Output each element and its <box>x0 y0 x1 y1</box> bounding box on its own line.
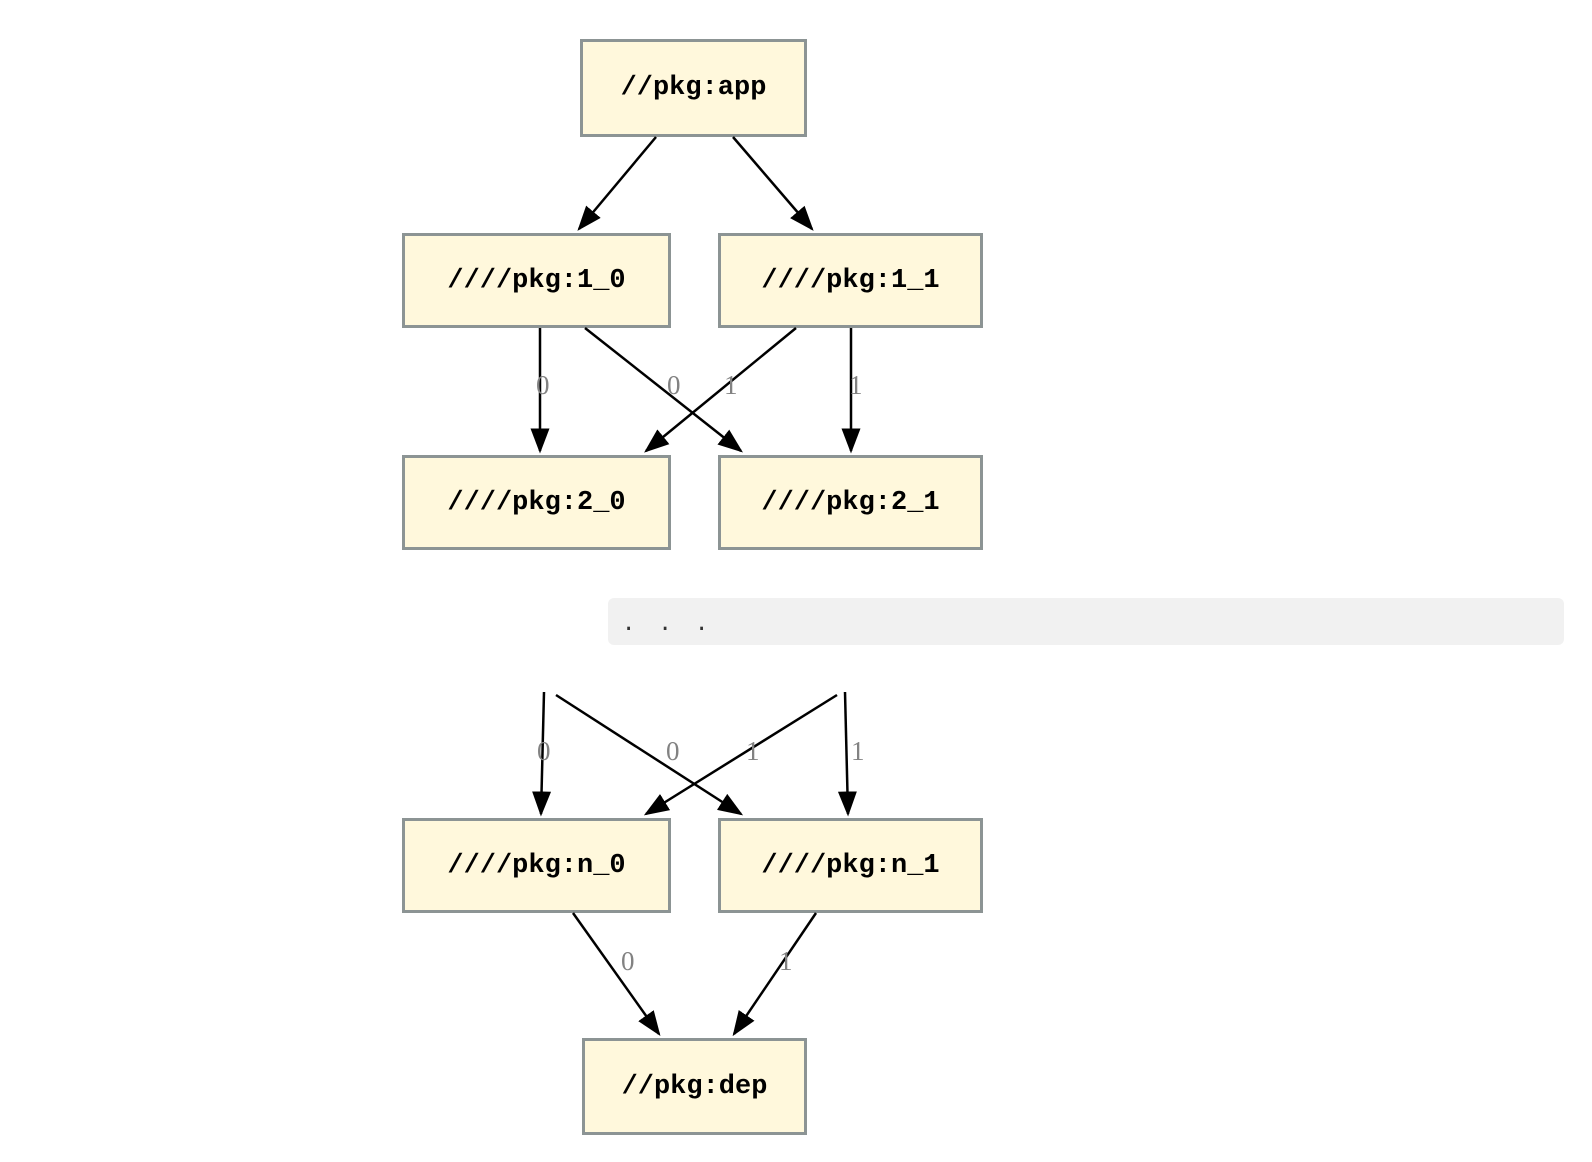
edge-1-0-to-2-1 <box>584 327 743 453</box>
node-pkg-n-0-label: ////pkg:n_0 <box>447 850 626 881</box>
node-pkg-1-0: ////pkg:1_0 <box>402 233 671 328</box>
edge-label-n-0-to-dep: 0 <box>621 946 635 976</box>
ellipsis-bar: . . . <box>608 598 1564 645</box>
node-pkg-2-1-label: ////pkg:2_1 <box>761 487 940 518</box>
node-pkg-1-1-label: ////pkg:1_1 <box>761 265 940 296</box>
node-pkg-app: //pkg:app <box>580 39 807 137</box>
edge-label-into-n-1-right: 1 <box>851 736 865 766</box>
edge-label-into-n-1-left: 1 <box>746 736 760 766</box>
node-pkg-dep-label: //pkg:dep <box>621 1071 768 1102</box>
node-pkg-2-1: ////pkg:2_1 <box>718 455 983 550</box>
node-pkg-n-1-label: ////pkg:n_1 <box>761 850 940 881</box>
node-pkg-1-1: ////pkg:1_1 <box>718 233 983 328</box>
node-pkg-dep: //pkg:dep <box>582 1038 807 1135</box>
edge-app-to-1-0 <box>577 136 657 231</box>
node-pkg-2-0-label: ////pkg:2_0 <box>447 487 626 518</box>
edge-label-1-0-to-2-1: 1 <box>724 370 738 400</box>
node-pkg-2-0: ////pkg:2_0 <box>402 455 671 550</box>
edge-stub-left-to-n-1 <box>555 693 744 816</box>
node-pkg-n-1: ////pkg:n_1 <box>718 818 983 913</box>
edge-label-into-n-0-right: 0 <box>666 736 680 766</box>
ellipsis-text: . . . <box>622 611 711 636</box>
node-pkg-n-0: ////pkg:n_0 <box>402 818 671 913</box>
node-pkg-1-0-label: ////pkg:1_0 <box>447 265 626 296</box>
edge-label-n-1-to-dep: 1 <box>779 946 793 976</box>
edge-app-to-1-1 <box>732 136 814 231</box>
edge-label-1-1-to-2-1: 1 <box>849 370 863 400</box>
edge-n-0-to-dep <box>571 912 661 1037</box>
edge-label-into-n-0-left: 0 <box>537 736 551 766</box>
edge-label-1-1-to-2-0: 0 <box>667 370 681 400</box>
edge-label-1-0-to-2-0: 0 <box>536 370 550 400</box>
node-pkg-app-label: //pkg:app <box>620 73 767 103</box>
edge-n-1-to-dep <box>732 912 818 1037</box>
edge-stub-right-to-n-1 <box>837 691 857 817</box>
